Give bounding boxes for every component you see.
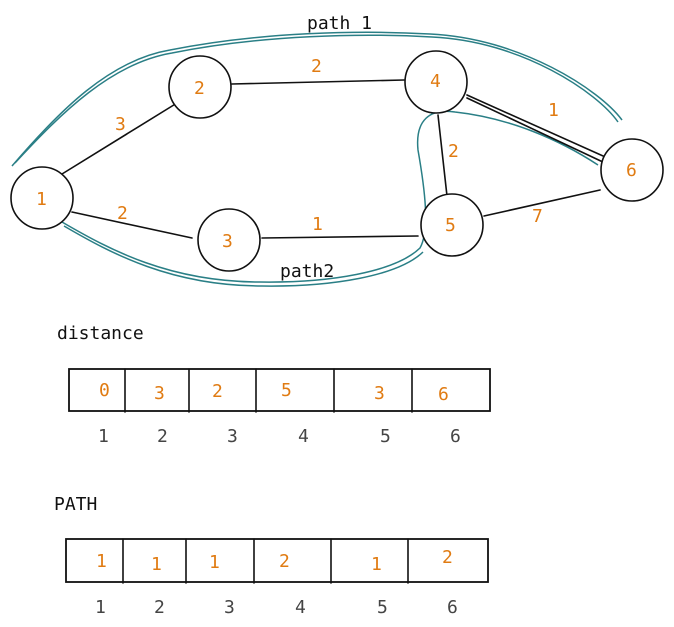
distance-title: distance <box>57 323 144 344</box>
distance-index: 1 <box>98 426 109 447</box>
weight-1-3: 2 <box>117 203 128 224</box>
edge-3-5 <box>261 235 419 239</box>
path-cell: 2 <box>442 547 453 568</box>
distance-cell: 3 <box>374 383 385 404</box>
path-cell: 1 <box>151 554 162 575</box>
node-2: 2 <box>168 55 232 119</box>
node-2-label: 2 <box>194 78 205 99</box>
weight-5-6: 7 <box>532 206 543 227</box>
path-index: 5 <box>377 597 388 618</box>
node-6-label: 6 <box>626 160 637 181</box>
distance-indices: 1 2 3 4 5 6 <box>98 426 461 447</box>
path-table: 1 1 1 2 1 2 <box>65 538 489 584</box>
node-3-label: 3 <box>222 231 233 252</box>
distance-cell: 5 <box>281 380 292 401</box>
distance-index: 4 <box>298 426 309 447</box>
node-3: 3 <box>197 208 261 272</box>
path2-label: path2 <box>280 261 334 282</box>
path-index: 1 <box>95 597 106 618</box>
edge-1-2 <box>61 102 178 175</box>
edge-4-6 <box>466 94 613 161</box>
path1-label: path 1 <box>307 13 372 34</box>
path-table-title: PATH <box>54 494 97 515</box>
path-cell: 1 <box>209 552 220 573</box>
node-1: 1 <box>10 166 74 230</box>
distance-index: 6 <box>450 426 461 447</box>
path-cell: 1 <box>371 554 382 575</box>
path-index: 4 <box>295 597 306 618</box>
weight-3-5: 1 <box>312 214 323 235</box>
distance-index: 3 <box>227 426 238 447</box>
distance-cell: 3 <box>154 383 165 404</box>
path-cell: 1 <box>96 551 107 572</box>
edge-weights: 3 2 2 1 2 1 7 <box>115 56 559 235</box>
edge-2-4 <box>231 79 405 85</box>
distance-cell: 6 <box>438 384 449 405</box>
path-index: 3 <box>224 597 235 618</box>
weight-4-5: 2 <box>448 141 459 162</box>
path2-highlight <box>61 110 599 287</box>
path1-highlight <box>11 31 623 167</box>
distance-index: 5 <box>380 426 391 447</box>
nodes: 1 2 3 4 5 6 <box>10 50 664 272</box>
weight-1-2: 3 <box>115 114 126 135</box>
weight-2-4: 2 <box>311 56 322 77</box>
node-4-label: 4 <box>430 71 441 92</box>
node-5-label: 5 <box>445 215 456 236</box>
node-1-label: 1 <box>36 189 47 210</box>
node-5: 5 <box>420 193 484 257</box>
distance-index: 2 <box>157 426 168 447</box>
distance-table: 0 3 2 5 3 6 <box>68 368 491 413</box>
distance-cell: 2 <box>212 381 223 402</box>
path-indices: 1 2 3 4 5 6 <box>95 597 458 618</box>
edge-4-5 <box>437 114 448 197</box>
edges <box>61 79 613 239</box>
edge-4-6b <box>466 97 606 164</box>
path-index: 2 <box>154 597 165 618</box>
distance-cell: 0 <box>99 380 110 401</box>
node-4: 4 <box>404 50 468 114</box>
weight-4-6: 1 <box>548 100 559 121</box>
edge-1-3 <box>71 211 193 239</box>
path-cell: 2 <box>279 551 290 572</box>
path-index: 6 <box>447 597 458 618</box>
node-6: 6 <box>600 138 664 202</box>
edge-5-6 <box>483 189 601 217</box>
